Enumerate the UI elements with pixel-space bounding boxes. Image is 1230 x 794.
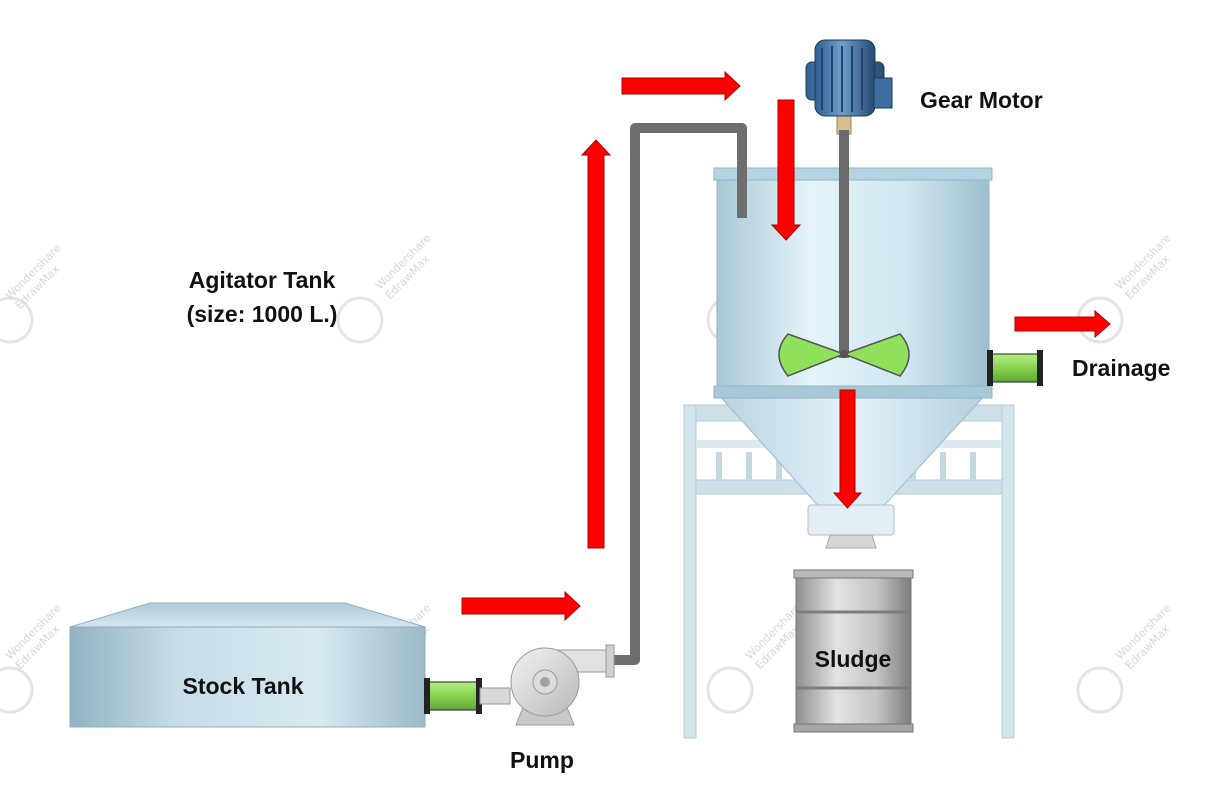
agitator-tank-label: Agitator Tank [189,267,336,293]
watermark: Wondershare EdrawMax [0,601,64,714]
pump-icon [479,644,615,726]
drum-icon [793,569,914,733]
gear-motor-label: Gear Motor [920,87,1043,113]
pump-label: Pump [510,747,574,773]
flow-arrow-icon [832,389,863,509]
agitator-tank-size-label: (size: 1000 L.) [187,301,338,327]
flow-arrow-icon [461,590,581,622]
watermark: Wondershare EdrawMax [336,231,434,344]
flow-arrow-icon [580,139,612,549]
flow-arrows [461,70,1111,622]
stock-tank [69,602,426,728]
flow-arrow-icon [770,99,802,241]
sludge-label: Sludge [815,646,892,672]
watermark: Wondershare EdrawMax [706,601,804,714]
stock-tank-label: Stock Tank [183,673,304,699]
watermark: Wondershare EdrawMax [0,241,64,344]
drainage-connector [987,350,1043,386]
stock-outlet-connector [424,678,482,714]
drainage-label: Drainage [1072,355,1170,381]
impeller-icon [778,333,910,377]
inlet-pipe [612,123,747,665]
flow-arrow-icon [1014,309,1111,339]
gear-motor-icon [805,39,893,117]
flow-arrow-icon [621,70,741,102]
agitator-shaft [836,115,852,358]
watermark: Wondershare EdrawMax [1076,601,1174,714]
